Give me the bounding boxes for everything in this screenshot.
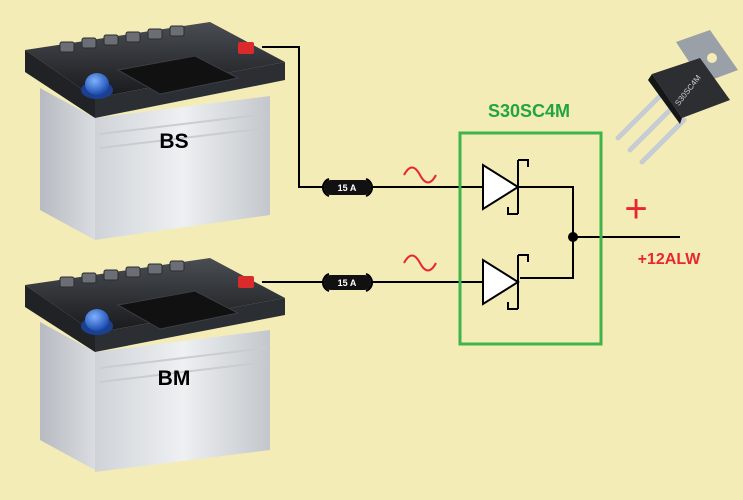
ac-symbol-icon bbox=[403, 254, 437, 272]
battery-bs: BS bbox=[25, 22, 285, 240]
module-border bbox=[458, 131, 603, 346]
ac-symbol-icon bbox=[403, 166, 437, 184]
module-part-number: S30SC4M bbox=[488, 101, 570, 121]
wires bbox=[262, 46, 680, 283]
output-voltage-label: +12ALW bbox=[638, 251, 702, 268]
schottky-diode-1 bbox=[482, 159, 529, 215]
transistor-package-image: S30SC4M bbox=[615, 30, 738, 165]
fuse-2-rating: 15 A bbox=[338, 278, 357, 288]
wire-diode1-out bbox=[518, 186, 574, 279]
output-polarity-symbol: + bbox=[624, 187, 647, 231]
fuse-2: 15 A bbox=[322, 273, 373, 292]
battery-bs-label: BS bbox=[159, 130, 188, 153]
wire-bs-to-fuse bbox=[262, 46, 323, 188]
battery-bm: BM bbox=[25, 258, 285, 472]
schottky-diode-2 bbox=[482, 254, 529, 310]
junction-dot bbox=[568, 232, 578, 242]
fuse-1: 15 A bbox=[322, 178, 373, 197]
battery-bm-label: BM bbox=[158, 367, 191, 390]
fuse-1-rating: 15 A bbox=[338, 183, 357, 193]
